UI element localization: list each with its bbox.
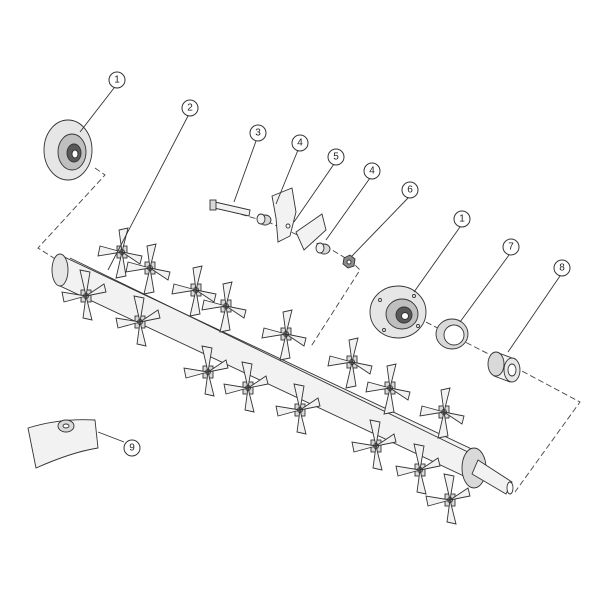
bearing-flange-left bbox=[43, 119, 93, 181]
tine-cluster bbox=[425, 473, 471, 525]
callout-label: 1 bbox=[459, 214, 465, 225]
callout-4-spacer-b: 4 bbox=[363, 162, 381, 180]
l-blade bbox=[271, 187, 327, 251]
tine-cluster bbox=[275, 383, 321, 435]
tine-cluster bbox=[97, 227, 143, 279]
callout-1-right-bearing: 1 bbox=[453, 210, 471, 228]
tine-cluster bbox=[125, 243, 171, 295]
callout-label: 5 bbox=[333, 152, 339, 163]
assembly-line-left-bearing bbox=[37, 167, 106, 263]
spacer-a bbox=[256, 213, 272, 226]
callout-8-bushing: 8 bbox=[553, 259, 571, 277]
callout-7-seal-ring: 7 bbox=[502, 238, 520, 256]
spare-l-blade bbox=[27, 419, 99, 469]
tine-cluster bbox=[327, 337, 373, 389]
callout-5-l-blade: 5 bbox=[327, 148, 345, 166]
tine-cluster bbox=[201, 281, 247, 333]
callout-label: 4 bbox=[297, 138, 303, 149]
callout-label: 6 bbox=[407, 185, 413, 196]
tine-cluster bbox=[61, 269, 107, 321]
tine-cluster bbox=[351, 419, 397, 471]
callouts: 1 2 3 4 5 4 6 1 bbox=[108, 71, 571, 457]
tine-cluster bbox=[261, 309, 307, 361]
tine-clusters bbox=[61, 227, 471, 525]
callout-label: 3 bbox=[255, 128, 261, 139]
bolt bbox=[209, 199, 251, 217]
callout-2-rotor-tube: 2 bbox=[181, 99, 199, 117]
tine-cluster bbox=[115, 295, 161, 347]
callout-label: 1 bbox=[114, 75, 120, 86]
callout-label: 9 bbox=[129, 443, 135, 454]
callout-3-bolt: 3 bbox=[249, 124, 267, 142]
tine-cluster bbox=[395, 443, 441, 495]
tine-cluster bbox=[223, 361, 269, 413]
callout-label: 8 bbox=[559, 263, 565, 274]
tine-cluster bbox=[183, 345, 229, 397]
assembly-lines bbox=[37, 167, 581, 493]
rotor-shaft-tube bbox=[51, 253, 514, 495]
lock-nut bbox=[342, 254, 356, 269]
spacer-b bbox=[315, 242, 331, 255]
tine-cluster bbox=[365, 363, 411, 415]
bushing bbox=[487, 351, 521, 383]
tine-cluster bbox=[419, 387, 465, 439]
callout-label: 2 bbox=[187, 103, 193, 114]
assembly-line-right-side bbox=[417, 317, 581, 493]
bearing-flange-right bbox=[369, 285, 427, 339]
callout-label: 4 bbox=[369, 166, 375, 177]
callout-1-left-bearing: 1 bbox=[108, 71, 126, 89]
seal-ring bbox=[435, 318, 469, 350]
tine-cluster bbox=[171, 265, 217, 317]
callout-6-lock-nut: 6 bbox=[401, 181, 419, 199]
callout-label: 7 bbox=[508, 242, 514, 253]
leader-lines bbox=[79, 87, 561, 443]
callout-4-spacer-a: 4 bbox=[291, 134, 309, 152]
callout-9-spare-l-blade: 9 bbox=[123, 439, 141, 457]
